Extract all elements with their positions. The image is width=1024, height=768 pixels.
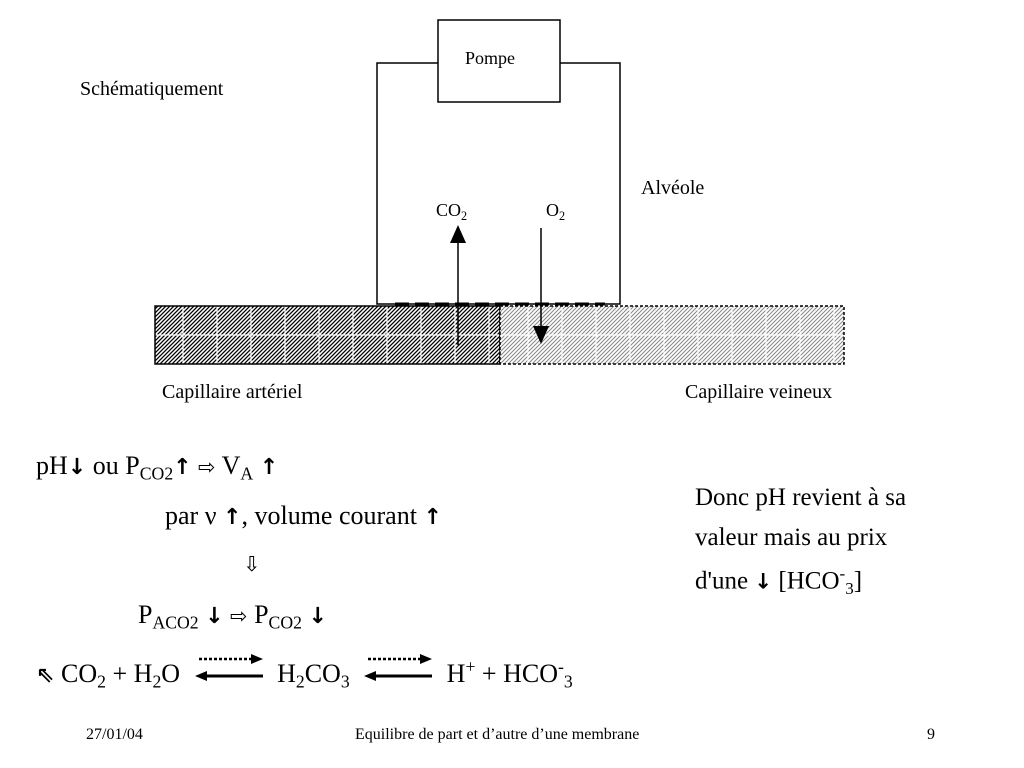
white-down-arrow-icon: ⇩ (243, 552, 261, 576)
pump-box (437, 19, 561, 103)
co2-up-arrow-icon (450, 225, 466, 345)
alveole-label: Alvéole (641, 177, 705, 199)
conclusion-line-1: Donc pH revient à sa (695, 484, 907, 511)
up-arrow-icon: ↑ (259, 454, 279, 480)
schema-label: Schématiquement (80, 78, 224, 100)
formula-line-1: pH↓ ou PCO2↑ ⇨ VA ↑ (36, 451, 279, 484)
up-arrow-icon: ↑ (173, 454, 192, 480)
down-arrow-icon: ↓ (308, 603, 327, 629)
white-right-arrow-icon: ⇨ (198, 455, 216, 479)
capillary-venous (499, 305, 845, 365)
down-arrow-icon: ↓ (205, 603, 224, 629)
o2-down-arrow-icon (533, 228, 549, 344)
up-arrow-icon: ↑ (423, 504, 442, 530)
page-number: 9 (927, 726, 935, 743)
formula-line-3: ⇩ (243, 550, 260, 576)
up-left-arrow-icon: ⇖ (36, 662, 55, 688)
down-arrow-icon: ↓ (67, 454, 87, 480)
equilibrium-equation: ⇖ CO2 + H2O H2CO3 H+ + HCO-3 (36, 652, 573, 691)
formula-line-2: par ν ↑, volume courant ↑ (165, 501, 442, 530)
footer-title: Equilibre de part et d’autre d’une membr… (355, 726, 640, 743)
equilibrium-arrow-icon (194, 654, 263, 681)
capillary-venous-label: Capillaire veineux (685, 381, 833, 403)
down-arrow-icon: ↓ (754, 569, 773, 595)
conclusion-line-3: d'une ↓ [HCO-3] (695, 564, 863, 598)
pump-label: Pompe (465, 48, 516, 68)
conclusion-line-2: valeur mais au prix (695, 524, 888, 551)
white-right-arrow-icon: ⇨ (230, 604, 248, 628)
o2-label: O2 (546, 200, 566, 223)
up-arrow-icon: ↑ (222, 504, 242, 530)
equilibrium-arrow-icon (364, 654, 433, 681)
capillary-arterial (154, 305, 501, 365)
footer-date: 27/01/04 (86, 726, 143, 743)
capillary-arterial-label: Capillaire artériel (162, 381, 303, 403)
co2-label: CO2 (436, 200, 468, 223)
formula-line-4: PACO2 ↓ ⇨ PCO2 ↓ (138, 600, 327, 633)
